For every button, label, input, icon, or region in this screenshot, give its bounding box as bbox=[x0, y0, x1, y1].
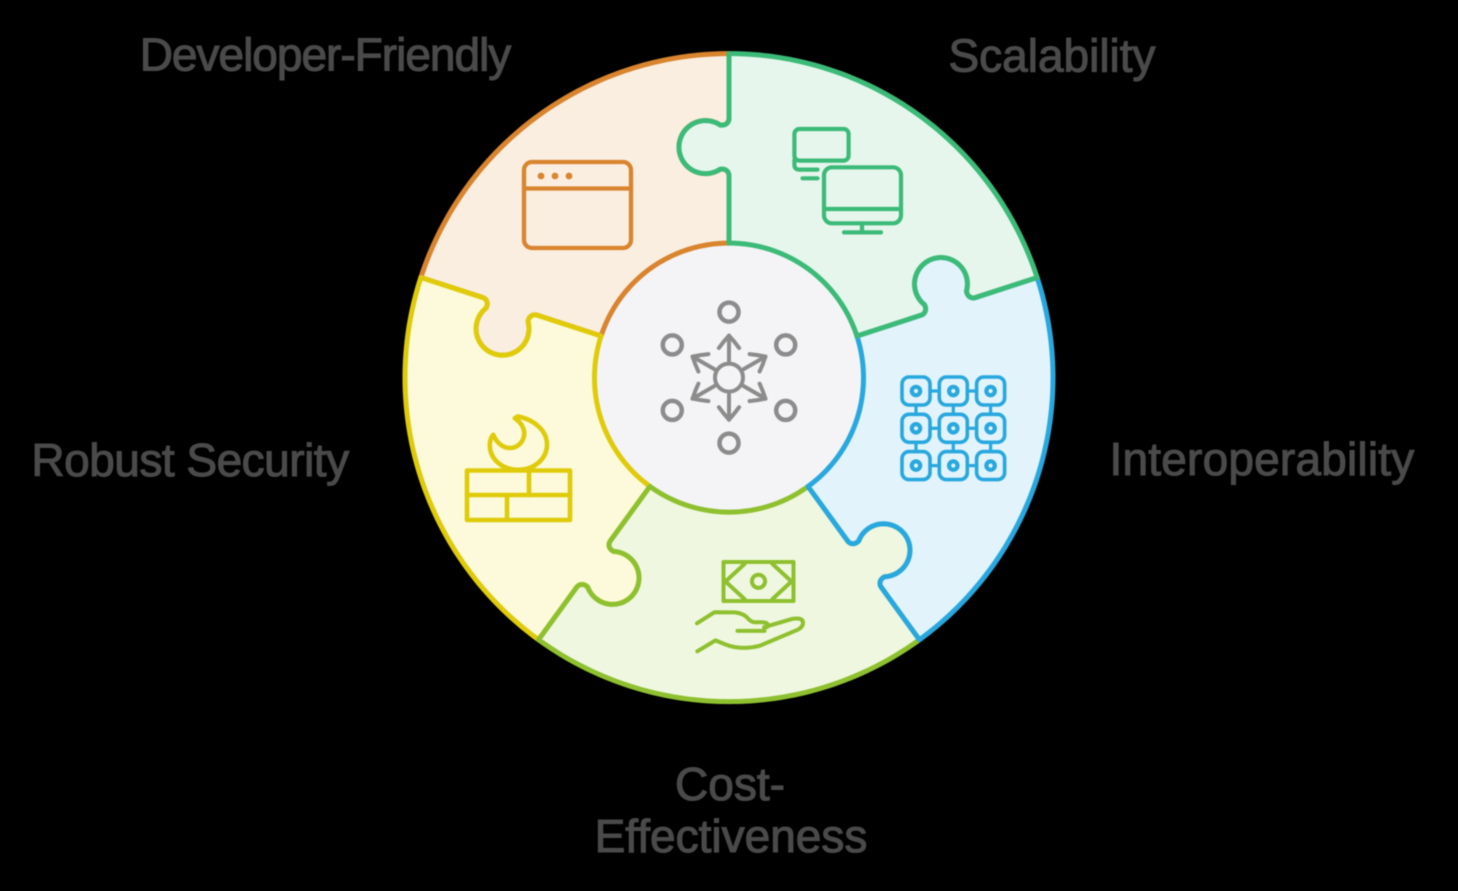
svg-text:Interoperability: Interoperability bbox=[1110, 433, 1415, 485]
svg-text:Effectiveness: Effectiveness bbox=[595, 810, 868, 862]
svg-text:Scalability: Scalability bbox=[948, 30, 1155, 82]
svg-text:Developer-Friendly: Developer-Friendly bbox=[140, 29, 512, 81]
svg-text:Cost-: Cost- bbox=[675, 758, 785, 810]
svg-text:Robust Security: Robust Security bbox=[31, 434, 349, 486]
